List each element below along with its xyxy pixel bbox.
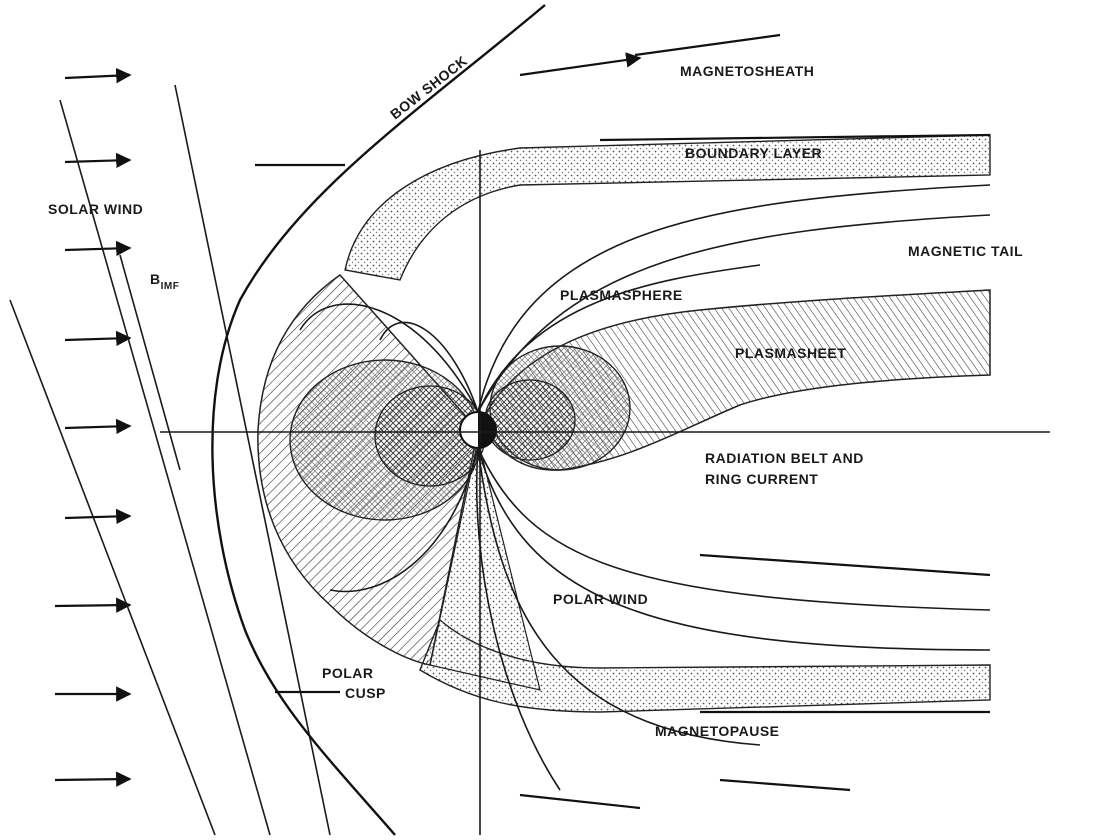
bow-shock-curve [211,4,546,836]
magnetosheath-label: MAGNETOSHEATH [680,63,814,79]
plasmasphere-label: PLASMASPHERE [560,287,683,303]
polar-cusp-label-line1: POLAR [322,665,374,681]
radiation-belt-label-line2: RING CURRENT [705,471,818,487]
polar-wind-region [429,439,541,691]
bimf-label: BIMF [150,271,179,292]
polar-wind-label: POLAR WIND [553,591,648,607]
imf-field-lines [9,84,331,836]
boundary-layer-north [344,134,991,281]
tail-flow-lines [255,33,991,810]
solar-wind-label: SOLAR WIND [48,201,143,217]
boundary-layer-label: BOUNDARY LAYER [685,145,822,161]
bow-shock-label: BOW SHOCK [387,52,470,122]
solar-wind-arrows [54,67,132,787]
bimf-subscript: IMF [161,281,180,292]
earth [459,411,497,449]
plasmasheet-label: PLASMASHEET [735,345,846,361]
magnetopause-label: MAGNETOPAUSE [655,723,780,739]
magnetic-tail-label: MAGNETIC TAIL [908,243,1023,259]
plasmasphere-shells [289,345,631,521]
polar-cusp-label-line2: CUSP [345,685,386,701]
dipole-field-lines [299,184,991,791]
bimf-symbol: B [150,271,161,287]
radiation-belt-label-line1: RADIATION BELT AND [705,450,864,466]
